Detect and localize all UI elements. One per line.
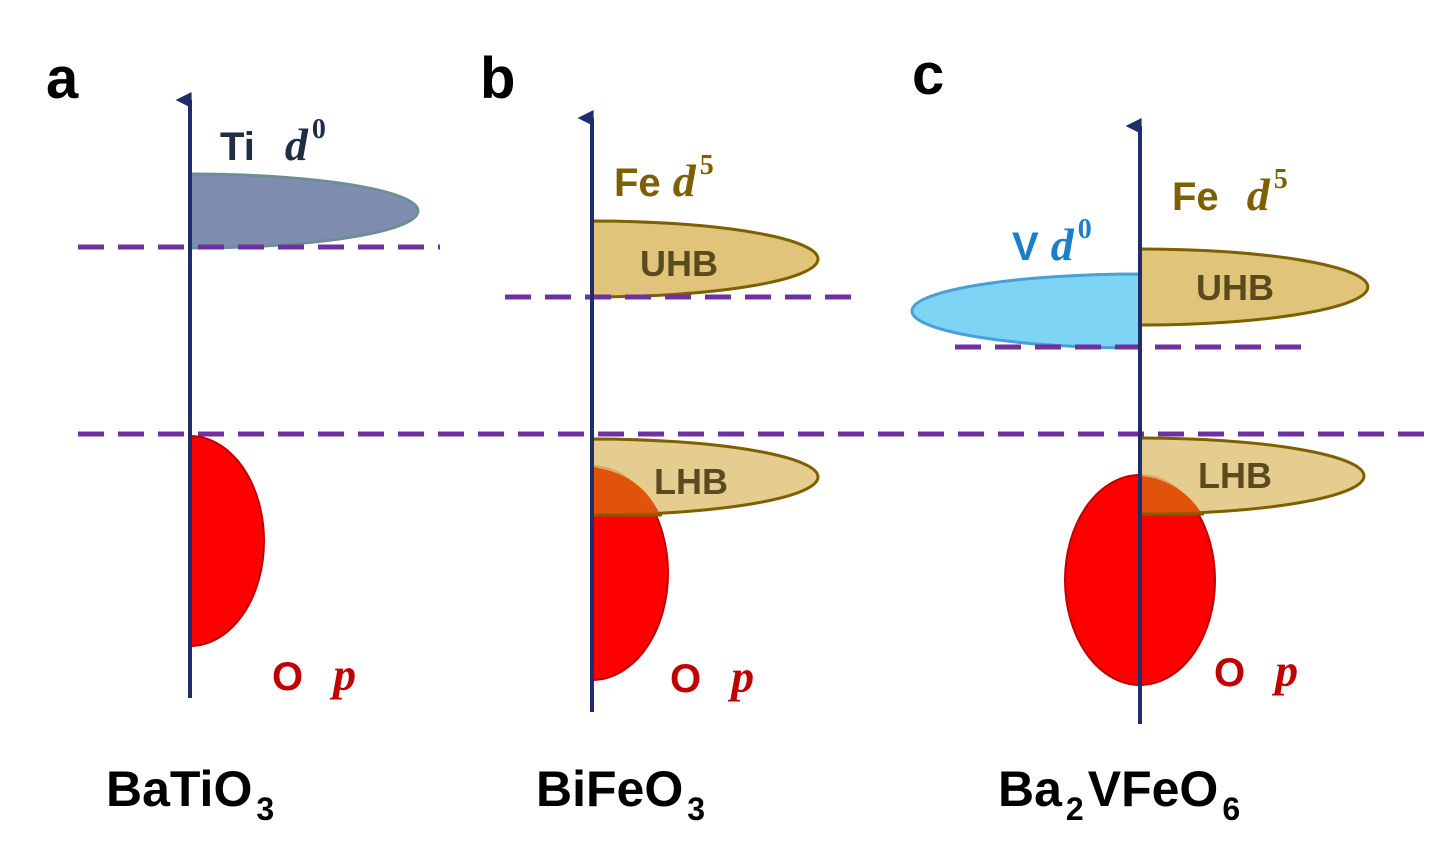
o-p-label-a: O p bbox=[272, 649, 356, 700]
uhb-band-b bbox=[590, 219, 820, 299]
compound-label-b: BiFeO 3 bbox=[536, 761, 705, 827]
overlap-region-c bbox=[1140, 476, 1202, 514]
panel-b: b UHB LHB Fe d 5 O p BiFeO 3 bbox=[480, 46, 865, 827]
compound-label-c: Ba 2 VFeO 6 bbox=[998, 761, 1240, 827]
compound-label-a: BaTiO 3 bbox=[106, 761, 274, 827]
lhb-band-c bbox=[1138, 436, 1366, 516]
uhb-band-c bbox=[1138, 247, 1370, 327]
fe-d5-label-b: Fe d 5 bbox=[614, 150, 714, 206]
panel-a: a Ti d 0 O p BaTiO 3 bbox=[46, 46, 440, 827]
overlap-region-b bbox=[592, 467, 660, 515]
panel-c: c UHB LHB V d 0 Fe d 5 O bbox=[910, 42, 1370, 827]
ti-d0-label: Ti d 0 bbox=[220, 114, 326, 170]
lhb-label-b: LHB bbox=[654, 461, 728, 502]
panel-label-c: c bbox=[912, 42, 944, 107]
o-p-label-b: O p bbox=[670, 651, 754, 702]
v-d-band-c bbox=[910, 272, 1142, 350]
ti-d-band-shape bbox=[188, 172, 420, 250]
o-p-label-c: O p bbox=[1214, 645, 1298, 696]
fe-d5-label-c: Fe d 5 bbox=[1172, 164, 1288, 220]
lhb-label-c: LHB bbox=[1198, 455, 1272, 496]
uhb-label-c: UHB bbox=[1196, 267, 1274, 308]
panel-label-b: b bbox=[480, 46, 515, 111]
o-p-band-a bbox=[189, 434, 265, 648]
v-d0-label: V d 0 bbox=[1012, 214, 1092, 270]
uhb-label-b: UHB bbox=[640, 243, 718, 284]
panel-label-a: a bbox=[46, 46, 79, 111]
